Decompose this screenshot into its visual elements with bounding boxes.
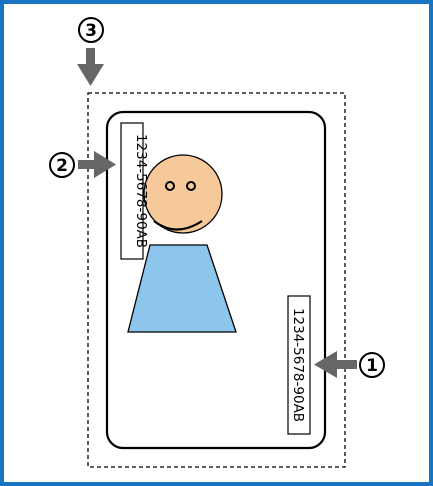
callout-3-number: 3: [85, 21, 97, 41]
callout-3-arrow-head: [77, 64, 104, 86]
callout-1-number: 1: [366, 356, 378, 376]
callout-2-number: 2: [56, 156, 68, 176]
callout-2-arrow-shaft: [78, 160, 94, 169]
callout-3: 3: [77, 18, 104, 86]
callout-3-arrow-shaft: [86, 48, 95, 64]
person-face: [144, 155, 222, 233]
serial-number-left: 1234-5678-90AB: [133, 134, 149, 248]
callout-1-arrow-shaft: [337, 360, 357, 369]
serial-number-right: 1234-5678-90AB: [290, 308, 306, 422]
